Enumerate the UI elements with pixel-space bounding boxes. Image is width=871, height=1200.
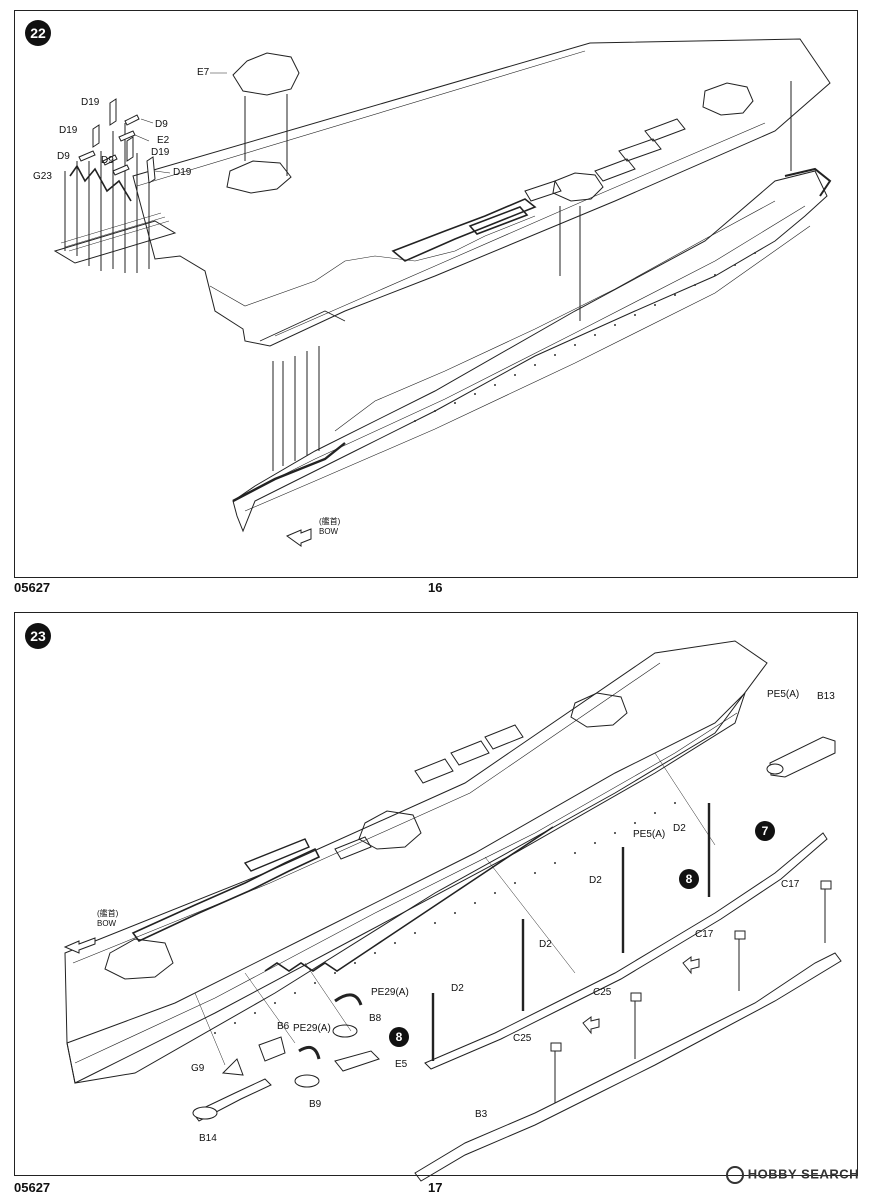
bow-japanese-label: (艦首): [97, 909, 119, 918]
label-b9: B9: [309, 1099, 322, 1110]
product-code: 05627: [14, 580, 51, 595]
bow-indicator: (艦首) BOW: [319, 517, 340, 537]
page-number: 17: [428, 1180, 443, 1195]
label-b3: B3: [475, 1109, 488, 1120]
step-22-panel: 22: [14, 10, 858, 578]
step-23-drawing: [63, 640, 842, 1182]
bow-indicator: (艦首) BOW: [97, 909, 118, 929]
label-d2-mid: D2: [589, 875, 602, 886]
label-c17-right: C17: [781, 879, 800, 890]
label-d2-center: D2: [539, 939, 552, 950]
label-e2: E2: [157, 135, 170, 146]
label-e5: E5: [395, 1059, 408, 1070]
instruction-page-17: 23: [0, 600, 871, 1200]
instruction-page-16: 22: [14, 10, 858, 595]
ref-step-7: 7: [755, 821, 775, 841]
label-c17-mid: C17: [695, 929, 714, 940]
step-22-drawing: [53, 38, 832, 547]
label-c25-lower: C25: [513, 1033, 532, 1044]
label-c25-upper: C25: [593, 987, 612, 998]
watermark-logo-icon: [725, 1166, 744, 1184]
watermark: HOBBY SEARCH: [725, 1166, 859, 1184]
label-b6: B6: [277, 1021, 290, 1032]
label-d19-b: D19: [59, 125, 78, 136]
step-23-panel: 23: [14, 612, 858, 1182]
label-d9-a: D9: [155, 119, 168, 130]
label-d2-left: D2: [451, 983, 464, 994]
label-d19-c: D19: [151, 147, 170, 158]
label-d2-top: D2: [673, 823, 686, 834]
bow-japanese-label: (艦首): [319, 517, 341, 526]
label-d9-c: D9: [101, 155, 114, 166]
label-e7: E7: [197, 67, 210, 78]
bow-label: BOW: [319, 527, 339, 536]
label-pe5a-mid: PE5(A): [633, 829, 666, 840]
label-g9: G9: [191, 1063, 205, 1074]
label-b13: B13: [817, 691, 835, 702]
bow-label: BOW: [97, 919, 117, 928]
ref-step-8-b: 8: [389, 1027, 409, 1047]
label-pe29a-upper: PE29(A): [371, 987, 409, 998]
step-23-badge: 23: [25, 623, 51, 649]
watermark-text: HOBBY SEARCH: [747, 1166, 859, 1182]
label-pe5a-top: PE5(A): [767, 689, 800, 700]
step-22-badge: 22: [25, 20, 51, 46]
label-b8: B8: [369, 1013, 382, 1024]
label-b14: B14: [199, 1133, 217, 1144]
product-code: 05627: [14, 1180, 51, 1195]
label-g23: G23: [33, 171, 52, 182]
label-d9-b: D9: [57, 151, 70, 162]
page-number: 16: [428, 580, 443, 595]
ref-step-8-a: 8: [679, 869, 699, 889]
label-d19-d: D19: [173, 167, 192, 178]
label-pe29a-lower: PE29(A): [293, 1023, 331, 1034]
label-d19-a: D19: [81, 97, 100, 108]
